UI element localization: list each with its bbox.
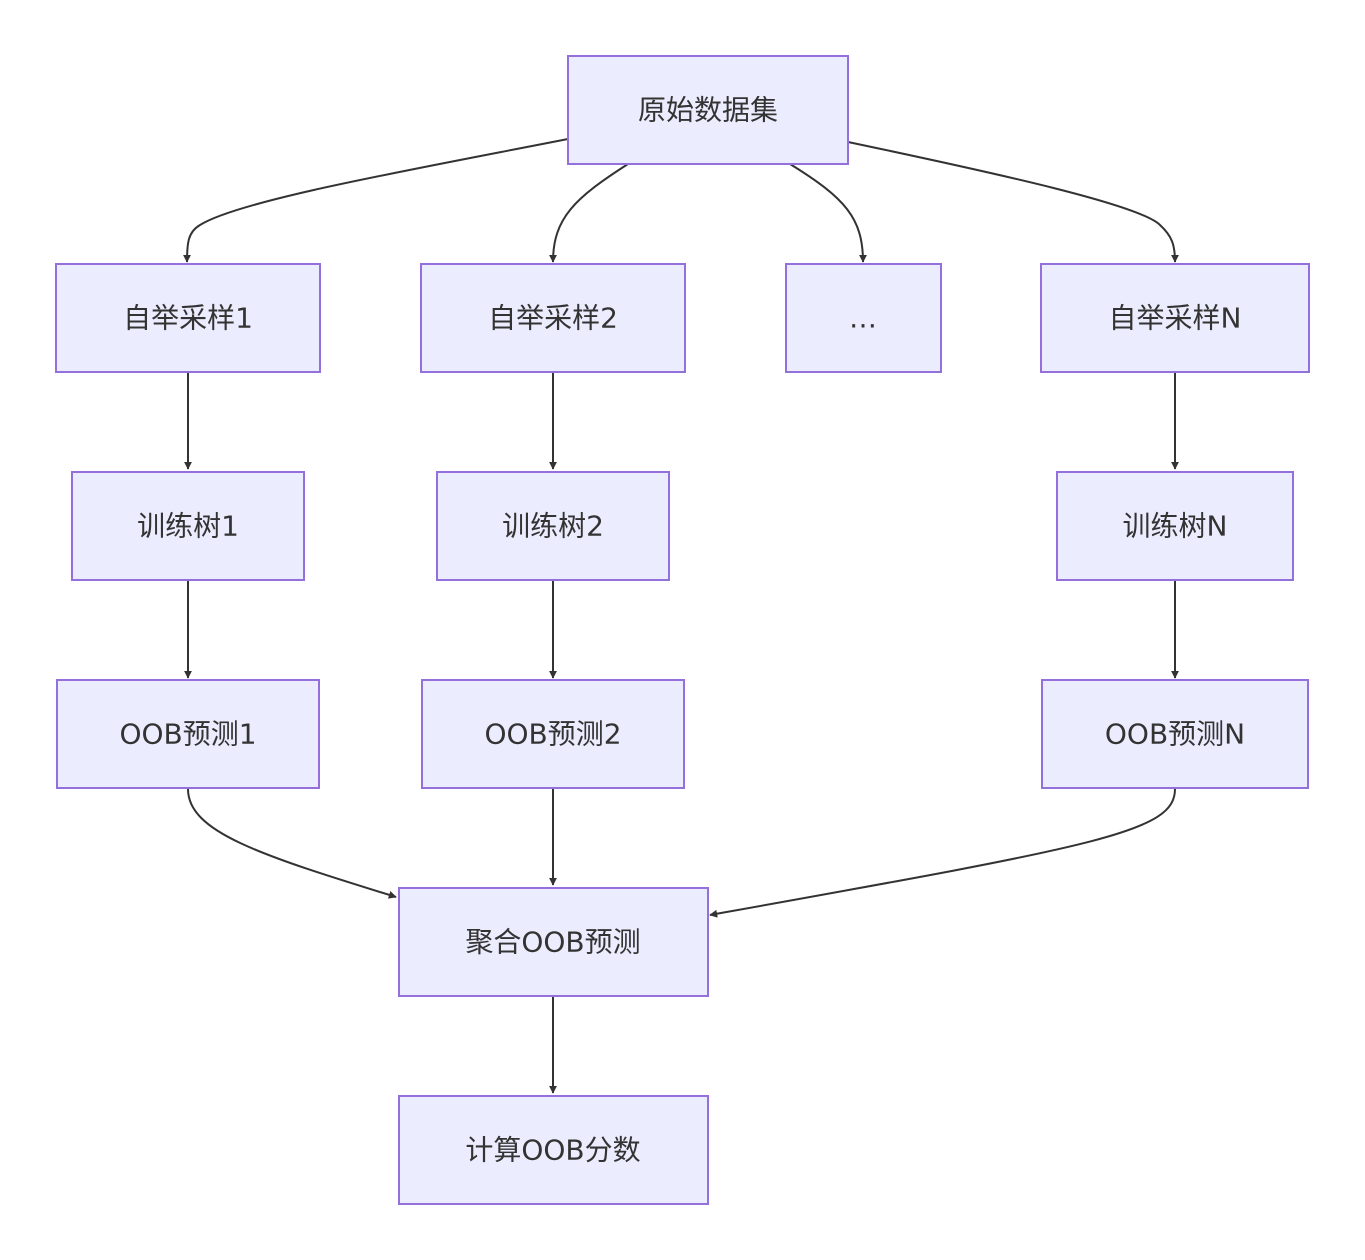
edge-raw-to-bootstrap-1 [183, 138, 569, 263]
edge-raw-to-bootstrap-n [847, 141, 1179, 263]
node-label: 聚合OOB预测 [465, 926, 640, 959]
node-aggregate-oob: 聚合OOB预测 [398, 887, 709, 997]
node-label: 自举采样N [1109, 302, 1242, 335]
node-label: 自举采样1 [123, 302, 253, 335]
node-label: 训练树N [1123, 510, 1228, 543]
node-oob-predict-1: OOB预测1 [56, 679, 320, 789]
node-raw-dataset: 原始数据集 [567, 55, 849, 165]
node-label: … [849, 302, 877, 335]
node-train-tree-n: 训练树N [1056, 471, 1294, 581]
node-bootstrap-n: 自举采样N [1040, 263, 1310, 373]
node-label: 训练树2 [502, 510, 604, 543]
node-compute-oob-score: 计算OOB分数 [398, 1095, 709, 1205]
node-train-tree-1: 训练树1 [71, 471, 305, 581]
node-label: OOB预测1 [119, 718, 256, 751]
node-oob-predict-n: OOB预测N [1041, 679, 1309, 789]
node-label: 计算OOB分数 [465, 1134, 640, 1167]
node-label: OOB预测2 [484, 718, 621, 751]
node-bootstrap-2: 自举采样2 [420, 263, 686, 373]
node-bootstrap-1: 自举采样1 [55, 263, 321, 373]
node-bootstrap-ellipsis: … [785, 263, 942, 373]
edge-raw-to-bootstrap-2 [549, 163, 629, 263]
edge-oob-n-to-aggregate [709, 788, 1176, 918]
node-label: 训练树1 [137, 510, 239, 543]
edges [183, 138, 1179, 1094]
edge-raw-to-ellipsis [789, 163, 867, 263]
node-label: 自举采样2 [488, 302, 618, 335]
node-label: OOB预测N [1105, 718, 1245, 751]
node-label: 原始数据集 [638, 94, 778, 127]
node-train-tree-2: 训练树2 [436, 471, 670, 581]
edge-oob-1-to-aggregate [187, 788, 397, 899]
node-oob-predict-2: OOB预测2 [421, 679, 685, 789]
